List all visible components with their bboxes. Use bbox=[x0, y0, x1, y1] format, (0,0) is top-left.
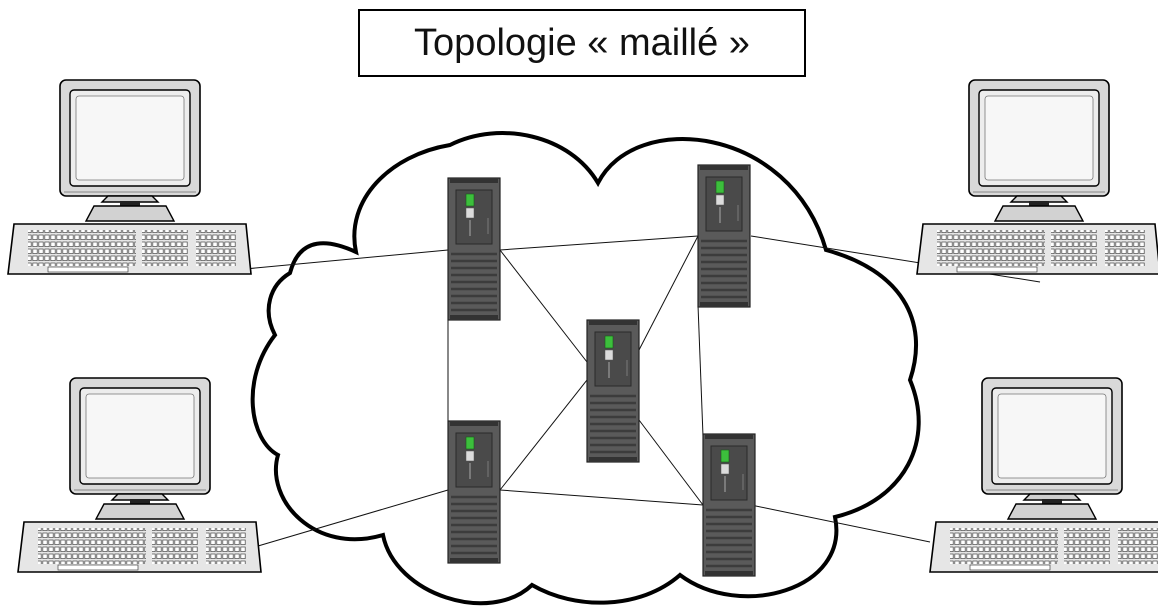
router-bottom-left bbox=[446, 419, 502, 565]
computer-bottom-left bbox=[17, 377, 262, 573]
link-computer-bottom-left bbox=[257, 489, 449, 547]
link-router-tr-br bbox=[697, 304, 704, 437]
link-router-tr-center bbox=[638, 235, 699, 351]
link-router-bl-center bbox=[499, 379, 588, 491]
router-top-right bbox=[696, 163, 752, 309]
router-bottom-right bbox=[701, 432, 757, 578]
diagram-title: Topologie « maillé » bbox=[358, 9, 806, 77]
link-router-tl-center bbox=[499, 249, 588, 363]
link-router-center-br bbox=[638, 419, 704, 506]
computer-bottom-right bbox=[929, 377, 1158, 573]
router-center bbox=[585, 318, 641, 464]
link-router-tl-tr bbox=[499, 235, 699, 251]
computer-top-left bbox=[7, 79, 252, 275]
link-computer-top-left bbox=[244, 249, 449, 270]
network-cloud bbox=[250, 131, 921, 606]
link-router-bl-br bbox=[499, 489, 704, 506]
link-computer-bottom-right bbox=[750, 504, 931, 543]
router-top-left bbox=[446, 176, 502, 322]
computer-top-right bbox=[916, 79, 1158, 275]
